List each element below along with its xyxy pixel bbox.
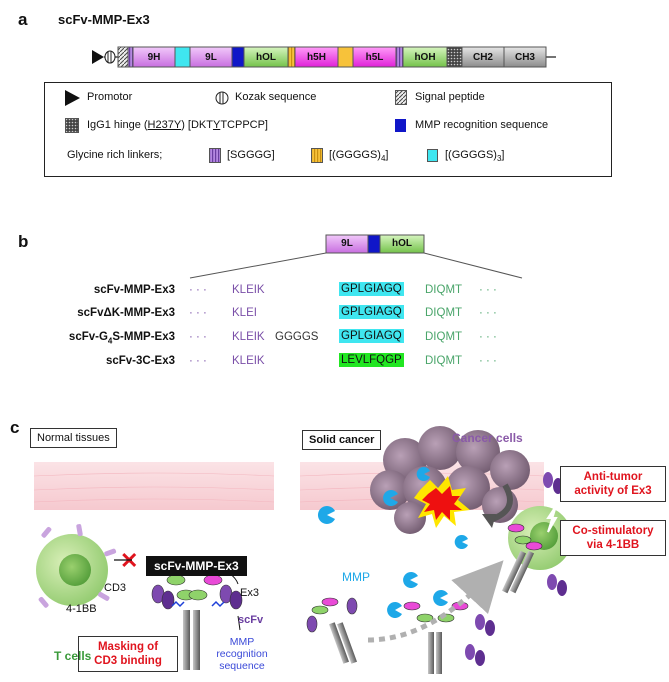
- seq-name-g4s: scFv-G4S-MMP-Ex3: [68, 331, 175, 346]
- zoom-hol-label: hOL: [392, 238, 412, 249]
- free-scfv: [465, 472, 567, 666]
- solid-cancer-label: Solid cancer: [302, 430, 382, 450]
- seq-right: DIQMT: [425, 307, 463, 319]
- seq-right: DIQMT: [425, 331, 463, 343]
- legend-promotor: Promotor: [87, 91, 133, 103]
- mmp-enzymes: [317, 467, 468, 618]
- kozak-icon: [104, 50, 116, 64]
- legend-linker1-icon: [209, 148, 221, 163]
- antibody-active: [501, 523, 543, 594]
- seq-motif-3c: LEVLFQGP: [339, 353, 404, 367]
- cleaved-antibody-1: [306, 597, 358, 664]
- 41bb-label: 4-1BB: [66, 603, 97, 615]
- progression-arrow: [367, 560, 504, 643]
- cancer-cells-label: Cancer cells: [452, 431, 523, 445]
- signal-peptide-icon: [117, 46, 129, 68]
- seq-dots-right: · · ·: [479, 355, 497, 367]
- seq-name-mmp: scFv-MMP-Ex3: [93, 284, 175, 296]
- segment-ch3: CH3: [514, 51, 535, 63]
- legend-linker1: [SGGGG]: [227, 149, 275, 161]
- segment-hol: hOL: [256, 51, 276, 63]
- legend-box: Promotor Kozak sequence Signal peptide I…: [44, 82, 612, 177]
- legend-hinge: IgG1 hinge (H237Y) [DKTYTCPPCP]: [87, 119, 268, 131]
- seq-left: KLEIK: [232, 331, 265, 343]
- seq-extra-linker: GGGGS: [275, 331, 319, 343]
- legend-linker3-icon: [427, 149, 438, 162]
- seq-dots-right: · · ·: [479, 331, 497, 343]
- seq-dots-right: · · ·: [479, 307, 497, 319]
- panel-b-zoom: [189, 234, 523, 279]
- segment-h5l: h5L: [365, 51, 384, 63]
- zoom-9l-label: 9L: [341, 238, 353, 249]
- legend-signal: Signal peptide: [415, 91, 485, 103]
- panel-c-letter: c: [10, 418, 20, 437]
- normal-tissues-label: Normal tissues: [30, 428, 117, 448]
- seq-left: KLEI: [232, 307, 257, 319]
- segment-9l: 9L: [205, 51, 217, 63]
- legend-mmp-icon: [395, 119, 406, 132]
- seq-dots-left: · · ·: [189, 355, 207, 367]
- legend-signal-icon: [395, 90, 407, 105]
- seq-motif: GPLGIAGQ: [339, 305, 404, 319]
- legend-linker2: [(GGGGS)4]: [329, 149, 389, 164]
- legend-mmp: MMP recognition sequence: [415, 119, 549, 131]
- cd3-label: CD3: [104, 582, 127, 594]
- t-cells-label: T cells: [54, 649, 92, 663]
- scfv-label: scFv: [238, 614, 264, 626]
- seq-dots-left: · · ·: [189, 284, 207, 296]
- t-cell-left: [36, 524, 117, 608]
- segment-hoh: hOH: [414, 51, 436, 63]
- masking-label: Masking of CD3 binding: [78, 636, 178, 672]
- legend-kozak: Kozak sequence: [235, 91, 317, 103]
- construct-map: [92, 46, 556, 68]
- panel-a-letter: a: [18, 10, 28, 29]
- seq-motif: GPLGIAGQ: [339, 282, 404, 296]
- normal-tissue-band: [34, 462, 274, 510]
- seq-left: KLEIK: [232, 284, 265, 296]
- seq-right: DIQMT: [425, 284, 463, 296]
- seq-left: KLEIK: [232, 355, 265, 367]
- legend-hinge-icon: [65, 118, 79, 133]
- legend-kozak-icon: [215, 91, 229, 105]
- cleaved-antibody-2: [403, 601, 469, 674]
- legend-linker3: [(GGGGS)3]: [445, 149, 505, 164]
- segment-h5h: h5H: [307, 51, 326, 63]
- legend-linker2-icon: [311, 148, 323, 163]
- seq-name-3c: scFv-3C-Ex3: [105, 355, 175, 367]
- ex3-label: Ex3: [240, 587, 259, 599]
- seq-dots-left: · · ·: [189, 331, 207, 343]
- mmp-label: MMP: [342, 570, 370, 584]
- costim-label: Co-stimulatory via 4-1BB: [560, 520, 666, 556]
- anti-tumor-label: Anti-tumor activity of Ex3: [560, 466, 666, 502]
- promotor-icon: [92, 50, 104, 64]
- seq-dots-right: · · ·: [479, 284, 497, 296]
- panel-b-letter: b: [18, 232, 29, 251]
- panel-a-title: scFv-MMP-Ex3: [58, 12, 150, 27]
- legend-promotor-icon: [65, 90, 80, 106]
- segment-9h: 9H: [147, 51, 161, 63]
- mechanism-illustration: ✕: [33, 426, 572, 674]
- seq-dots-left: · · ·: [189, 307, 207, 319]
- seq-motif: GPLGIAGQ: [339, 329, 404, 343]
- seq-name-dk: scFvΔK-MMP-Ex3: [77, 307, 175, 319]
- construct-label: scFv-MMP-Ex3: [146, 556, 247, 576]
- segment-ch2: CH2: [472, 51, 493, 63]
- legend-glycine: Glycine rich linkers;: [67, 149, 163, 161]
- seq-right: DIQMT: [425, 355, 463, 367]
- mmp-recognition-label: MMP recognition sequence: [216, 636, 268, 672]
